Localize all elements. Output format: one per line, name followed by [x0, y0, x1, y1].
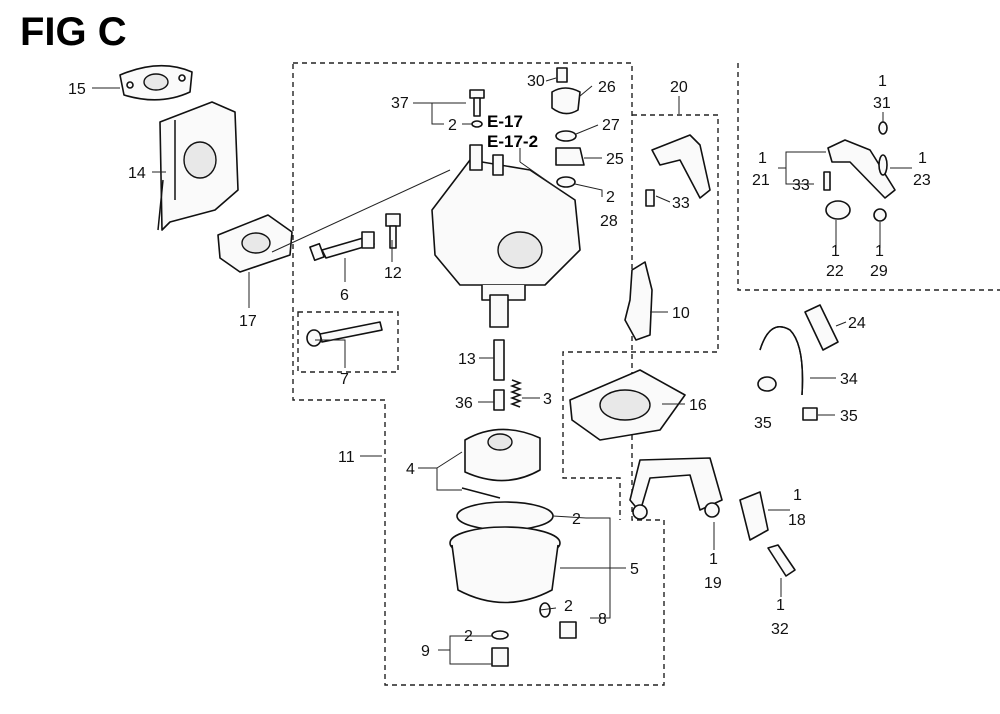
part-label-12: 12 [384, 265, 402, 282]
gasket-15-part [119, 64, 193, 101]
spring-22-part [825, 200, 851, 220]
spring-3-part [509, 379, 523, 408]
fuel-tube-24-part [804, 304, 839, 351]
fuel-tube-34-part [759, 326, 804, 396]
part-label-29: 29 [870, 263, 888, 280]
part-label-6: 6 [340, 287, 349, 304]
part-label-1: 1 [793, 487, 802, 504]
part-label-7: 7 [340, 371, 349, 388]
part-label-28: 28 [600, 213, 618, 230]
clamp-18-part [739, 491, 769, 541]
part-label-30: 30 [527, 73, 545, 90]
part-label-1: 1 [878, 73, 887, 90]
part-label-13: 13 [458, 351, 476, 368]
insulator-14-part [157, 101, 239, 231]
part-label-25: 25 [606, 151, 624, 168]
part-label-26: 26 [598, 79, 616, 96]
part-label-2: 2 [572, 511, 581, 528]
screw-12-part [385, 213, 401, 249]
figure-title: FIG C [20, 10, 127, 54]
part-label-36: 36 [455, 395, 473, 412]
screw-37-part [469, 89, 485, 128]
fuel-cock-20-part [645, 134, 711, 207]
choke-lever-21-part [827, 139, 896, 199]
part-label-2: 2 [448, 117, 457, 134]
part-label-16: 16 [689, 397, 707, 414]
bolt-32-part [767, 544, 796, 577]
carburetor-group-outline [292, 62, 665, 686]
gasket-16-part [569, 369, 686, 441]
float-bowl-5-part [449, 501, 561, 604]
spring-23-part [878, 154, 888, 176]
jet-36-part [493, 389, 505, 411]
carburetor-body-part [431, 144, 581, 328]
part-label-33: 33 [792, 177, 810, 194]
part-label-9: 9 [421, 643, 430, 660]
part-label-35: 35 [754, 415, 772, 432]
part-label-1: 1 [875, 243, 884, 260]
part-label-1: 1 [776, 597, 785, 614]
drain-screw-8-part [539, 602, 577, 639]
part-label-8: 8 [598, 611, 607, 628]
part-label-27: 27 [602, 117, 620, 134]
part-label-2: 2 [564, 598, 573, 615]
part-label-1: 1 [831, 243, 840, 260]
part-label-32: 32 [771, 621, 789, 638]
part-label-15: 15 [68, 81, 86, 98]
part-label-23: 23 [913, 172, 931, 189]
part-label-2: 2 [606, 189, 615, 206]
screw-7-part [306, 321, 383, 347]
washer-31-part [878, 121, 888, 135]
part-label-1: 1 [918, 150, 927, 167]
jet-13-part [493, 339, 505, 381]
clip-35-right-part [802, 407, 818, 421]
ref-label-e17-2: E-17-2 [487, 132, 538, 151]
screw-6-part [309, 231, 375, 262]
ref-label-e17: E-17 [487, 112, 523, 131]
float-chamber-stack [551, 67, 585, 188]
nut-29-part [873, 208, 887, 222]
part-label-1: 1 [758, 150, 767, 167]
part-label-4: 4 [406, 461, 415, 478]
leader-lines [92, 77, 912, 665]
part-label-21: 21 [752, 172, 770, 189]
part-label-18: 18 [788, 512, 806, 529]
part-label-22: 22 [826, 263, 844, 280]
part-label-5: 5 [630, 561, 639, 578]
bolt-9-part [491, 630, 509, 667]
part-label-37: 37 [391, 95, 409, 112]
float-4-part [461, 428, 541, 499]
choke-group-outline [737, 63, 1000, 291]
pin-33-part [823, 171, 831, 191]
part-label-31: 31 [873, 95, 891, 112]
part-label-2: 2 [464, 628, 473, 645]
leader-line [271, 169, 451, 253]
part-label-10: 10 [672, 305, 690, 322]
screw-set-outline [297, 311, 399, 373]
gasket-17-part [217, 214, 293, 273]
part-label-35: 35 [840, 408, 858, 425]
part-label-11: 11 [338, 449, 355, 466]
bracket-19-part [629, 457, 723, 520]
part-label-1: 1 [709, 551, 718, 568]
part-label-14: 14 [128, 165, 146, 182]
part-label-33: 33 [672, 195, 690, 212]
part-label-20: 20 [670, 79, 688, 96]
part-label-3: 3 [543, 391, 552, 408]
part-label-19: 19 [704, 575, 722, 592]
fuel-cock-group-outline [562, 114, 719, 520]
valve-10-part [624, 261, 653, 341]
part-label-34: 34 [840, 371, 858, 388]
clip-35-left-part [757, 376, 777, 392]
part-label-17: 17 [239, 313, 257, 330]
part-label-24: 24 [848, 315, 866, 332]
